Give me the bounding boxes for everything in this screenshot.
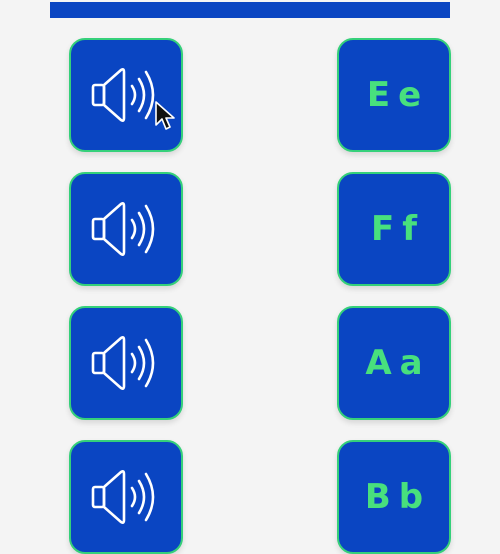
letter-label: Ff [370,209,426,249]
audio-play-button-1[interactable] [69,38,183,152]
speaker-icon [89,466,163,528]
speaker-icon [89,198,163,260]
letter-tile-4[interactable]: Bb [337,440,451,554]
letter-label: Aa [365,343,431,383]
letter-label: Ee [366,75,430,115]
speaker-icon [89,332,163,394]
top-banner [50,2,450,18]
letter-tile-2[interactable]: Ff [337,172,451,286]
audio-play-button-3[interactable] [69,306,183,420]
letter-label: Bb [364,477,432,517]
audio-play-button-4[interactable] [69,440,183,554]
audio-play-button-2[interactable] [69,172,183,286]
letter-tile-3[interactable]: Aa [337,306,451,420]
letter-tile-1[interactable]: Ee [337,38,451,152]
speaker-icon [89,64,163,126]
